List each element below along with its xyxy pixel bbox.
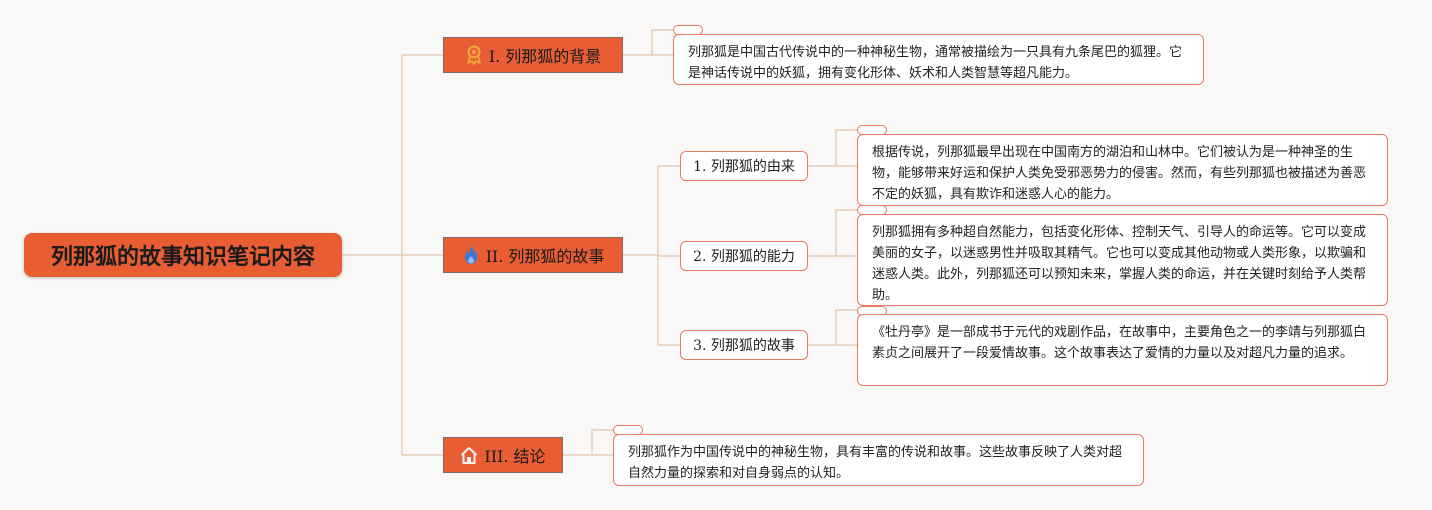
subtopic-origin-label: 1. 列那狐的由来 [693, 159, 795, 175]
note-abilities-text: 列那狐拥有多种超自然能力，包括变化形体、控制天气、引导人的命运等。它可以变成美丽… [872, 225, 1367, 303]
connector-subnote-2 [807, 209, 858, 257]
home-icon [461, 447, 478, 464]
note-background[interactable]: 列那狐是中国古代传说中的一种神秘生物，通常被描绘为一只具有九条尾巴的狐狸。它是神… [673, 34, 1204, 85]
award-ribbon-icon [466, 45, 481, 65]
root-topic-label: 列那狐的故事知识笔记内容 [50, 245, 315, 270]
branch-story-label: II. 列那狐的故事 [485, 247, 605, 266]
subtopic-abilities-label: 2. 列那狐的能力 [693, 249, 795, 265]
subtopic-story-label: 3. 列那狐的故事 [693, 338, 795, 354]
subtopic-abilities[interactable]: 2. 列那狐的能力 [680, 241, 808, 271]
note-conclusion[interactable]: 列那狐作为中国传说中的神秘生物，具有丰富的传说和故事。这些故事反映了人类对超自然… [613, 434, 1144, 486]
note-background-text: 列那狐是中国古代传说中的一种神秘生物，通常被描绘为一只具有九条尾巴的狐狸。它是神… [688, 45, 1183, 81]
subtopic-origin[interactable]: 1. 列那狐的由来 [680, 151, 808, 181]
note-conclusion-text: 列那狐作为中国传说中的神秘生物，具有丰富的传说和故事。这些故事反映了人类对超自然… [628, 445, 1123, 481]
note-story-text: 《牡丹亭》是一部成书于元代的戏剧作品，在故事中，主要角色之一的李靖与列那狐白素贞… [872, 325, 1367, 361]
note-origin[interactable]: 根据传说，列那狐最早出现在中国南方的湖泊和山林中。它们被认为是一种神圣的生物，能… [857, 134, 1388, 206]
subtopic-story[interactable]: 3. 列那狐的故事 [680, 330, 808, 360]
connector-subnote-1 [807, 129, 858, 167]
connector-note-3 [563, 429, 614, 456]
branch-background[interactable]: I. 列那狐的背景 [443, 37, 623, 73]
note-abilities[interactable]: 列那狐拥有多种超自然能力，包括变化形体、控制天气、引导人的命运等。它可以变成美丽… [857, 214, 1388, 306]
note-story[interactable]: 《牡丹亭》是一部成书于元代的戏剧作品，在故事中，主要角色之一的李靖与列那狐白素贞… [857, 314, 1388, 386]
branch-background-label: I. 列那狐的背景 [488, 47, 602, 66]
root-topic[interactable]: 列那狐的故事知识笔记内容 [24, 233, 342, 277]
flame-icon [464, 246, 477, 264]
branch-conclusion-label: III. 结论 [484, 447, 546, 466]
connector-subnote-3 [807, 309, 858, 346]
connector-note-1 [623, 29, 673, 56]
note-origin-text: 根据传说，列那狐最早出现在中国南方的湖泊和山林中。它们被认为是一种神圣的生物，能… [872, 145, 1367, 202]
branch-conclusion[interactable]: III. 结论 [443, 437, 563, 473]
branch-story[interactable]: II. 列那狐的故事 [443, 237, 623, 273]
